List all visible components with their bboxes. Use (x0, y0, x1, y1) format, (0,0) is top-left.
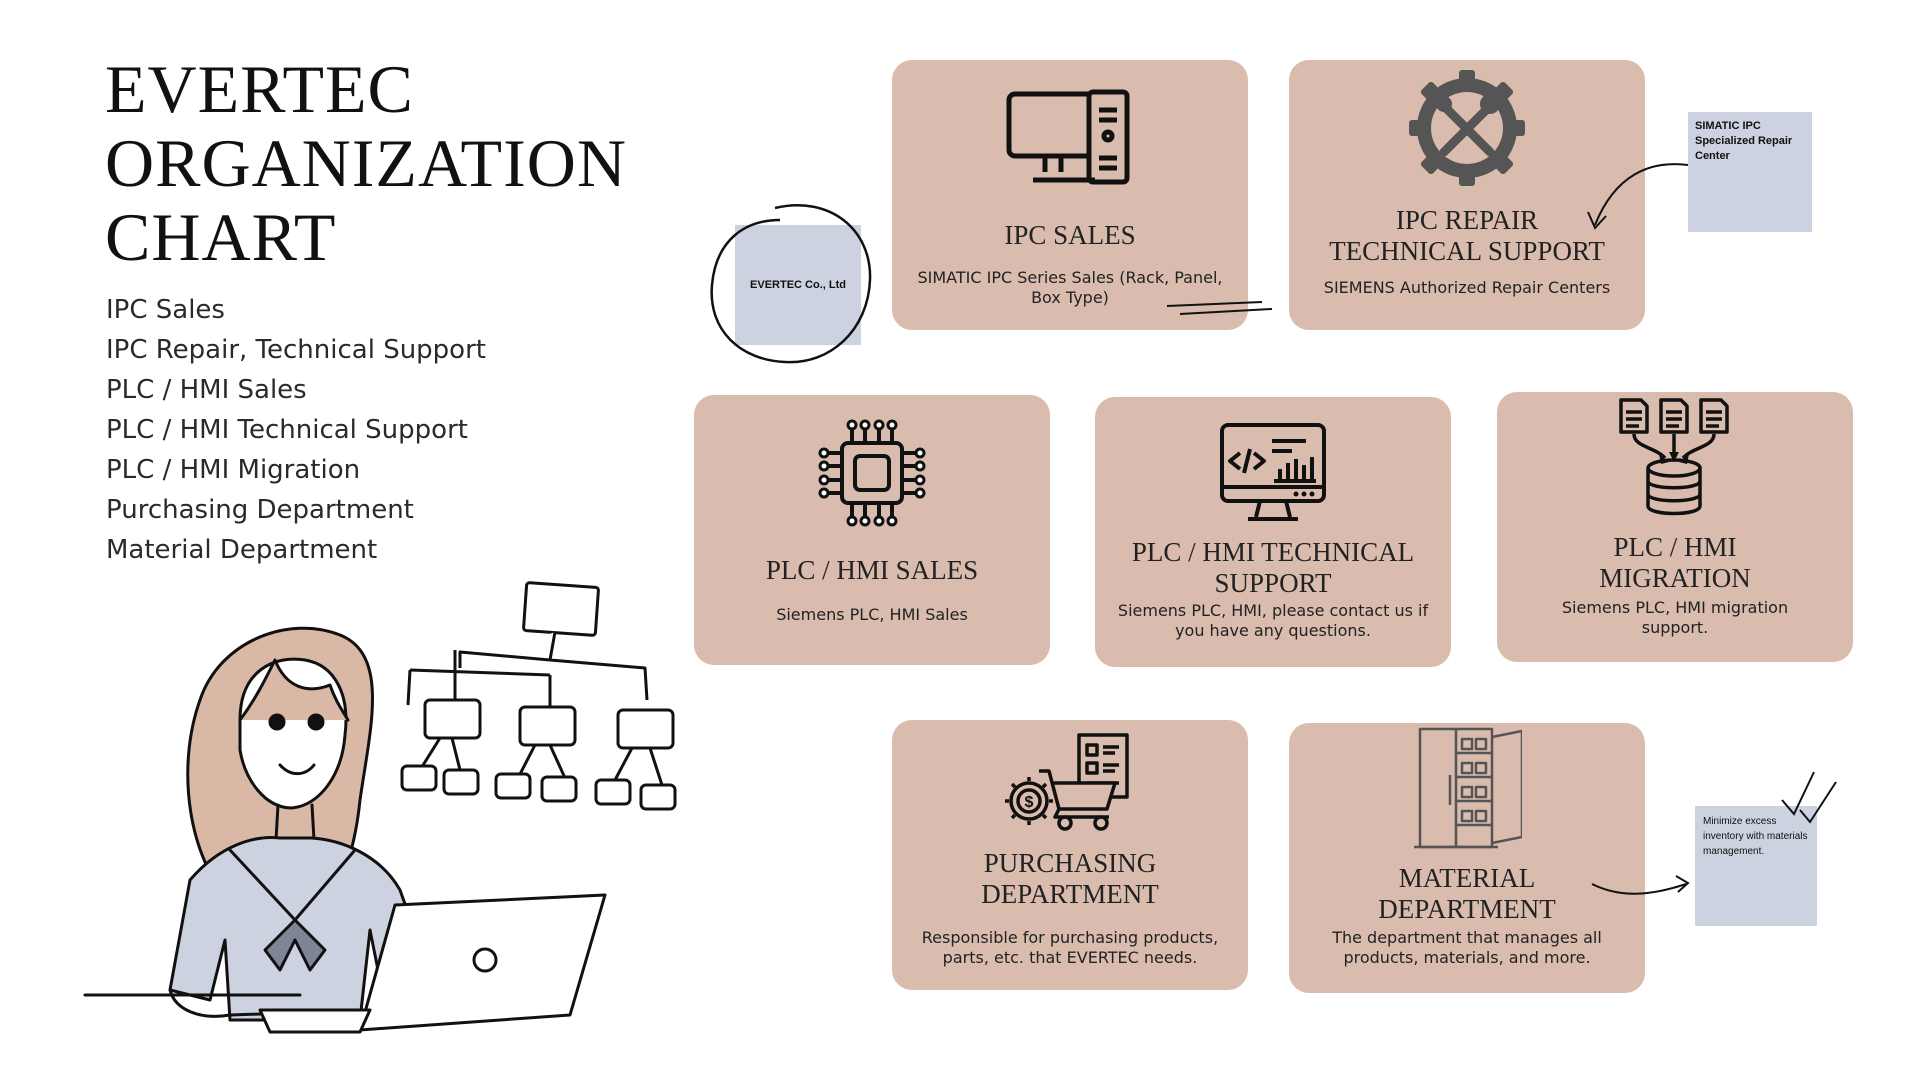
org-chart-doodle (400, 581, 677, 811)
card-plc-sales: PLC / HMI SALES Siemens PLC, HMI Sales (694, 395, 1050, 665)
list-item: Material Department (106, 535, 378, 565)
cart-invoice-icon: $ (892, 730, 1248, 842)
company-note: EVERTEC Co., Ltd (735, 225, 861, 345)
page-title: EVERTEC ORGANIZATION CHART (105, 52, 627, 274)
code-monitor-icon (1095, 417, 1451, 529)
list-item: IPC Repair, Technical Support (106, 335, 486, 365)
curved-arrow (1587, 163, 1689, 230)
card-title: PLC / HMI TECHNICAL SUPPORT (1131, 537, 1415, 598)
svg-text:$: $ (1025, 794, 1034, 811)
card-material: MATERIAL DEPARTMENT The department that … (1289, 723, 1645, 993)
hand-drawn-circle (710, 204, 872, 364)
list-item: PLC / HMI Migration (106, 455, 361, 485)
card-title: PLC / HMI MIGRATION (1599, 532, 1751, 593)
card-description: The department that manages all products… (1332, 928, 1602, 967)
computer-icon (892, 82, 1248, 194)
list-item: Purchasing Department (106, 495, 414, 525)
card-title: IPC REPAIR TECHNICAL SUPPORT (1329, 205, 1605, 266)
title-line-2: ORGANIZATION (105, 125, 627, 201)
inventory-note-text: Minimize excess inventory with materials… (1703, 816, 1808, 857)
repair-center-note-text: SIMATIC IPC Specialized Repair Center (1695, 120, 1793, 162)
repair-center-note: SIMATIC IPC Specialized Repair Center (1688, 112, 1812, 232)
card-description: Siemens PLC, HMI, please contact us if y… (1117, 601, 1429, 640)
card-description: Siemens PLC, HMI Sales (776, 605, 968, 624)
card-description: Siemens PLC, HMI migration support. (1561, 598, 1789, 637)
chip-icon (694, 417, 1050, 529)
department-list: IPC Sales IPC Repair, Technical Support … (106, 290, 486, 570)
tools-gear-icon (1289, 70, 1645, 186)
list-item: PLC / HMI Technical Support (106, 415, 468, 445)
title-line-3: CHART (105, 199, 337, 275)
card-title: PURCHASING DEPARTMENT (981, 848, 1159, 909)
card-description: SIMATIC IPC Series Sales (Rack, Panel, B… (917, 268, 1223, 307)
card-ipc-repair: IPC REPAIR TECHNICAL SUPPORT SIEMENS Aut… (1289, 60, 1645, 330)
right-arrow (1591, 875, 1690, 895)
list-item: IPC Sales (106, 295, 225, 325)
company-note-text: EVERTEC Co., Ltd (750, 279, 846, 291)
card-title: IPC SALES (1004, 220, 1136, 250)
storage-cabinet-icon (1289, 727, 1645, 848)
card-description: SIEMENS Authorized Repair Centers (1323, 278, 1611, 297)
girl-laptop-illustration (83, 626, 607, 1034)
card-plc-migration: PLC / HMI MIGRATION Siemens PLC, HMI mig… (1497, 392, 1853, 662)
card-plc-support: PLC / HMI TECHNICAL SUPPORT Siemens PLC,… (1095, 397, 1451, 667)
inventory-note: Minimize excess inventory with materials… (1695, 806, 1817, 926)
card-title: PLC / HMI SALES (765, 555, 979, 585)
list-item: PLC / HMI Sales (106, 375, 307, 405)
database-migration-icon (1497, 397, 1853, 515)
checkmark-icon (1781, 771, 1837, 824)
card-description: Responsible for purchasing products, par… (921, 928, 1219, 967)
title-line-1: EVERTEC (105, 51, 414, 127)
card-title: MATERIAL DEPARTMENT (1378, 863, 1556, 924)
underline-scribble (1166, 301, 1273, 315)
card-ipc-sales: IPC SALES SIMATIC IPC Series Sales (Rack… (892, 60, 1248, 330)
card-purchasing: $ PURCHASING DEPARTMENT Responsible for … (892, 720, 1248, 990)
